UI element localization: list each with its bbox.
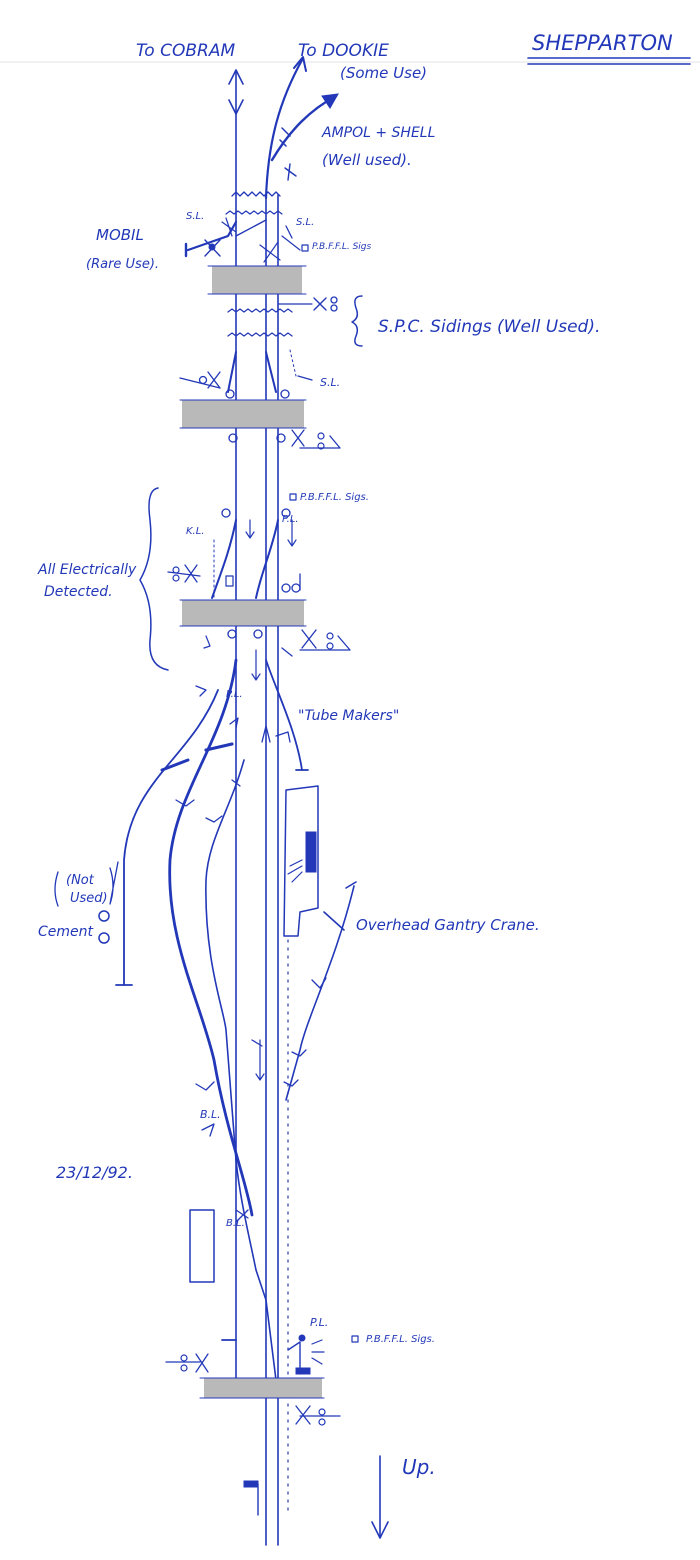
up-label: Up.: [402, 1455, 436, 1479]
level-crossing-1: [212, 266, 302, 294]
pl-3-label: P.L.: [310, 1316, 328, 1329]
signal-box-1: [301, 244, 309, 252]
overhead-gantry-crane: [283, 881, 357, 1516]
pbffl-sigs-3-label: P.B.F.F.L. Sigs.: [366, 1334, 435, 1345]
sl-right-label: S.L.: [296, 217, 314, 228]
cement-silo-2: [98, 932, 110, 944]
all-electrically-label: All Electrically: [37, 562, 137, 578]
not-used-brackets: [54, 861, 119, 907]
kl-label: K.L.: [186, 526, 205, 537]
station-title: SHEPPARTON: [532, 31, 673, 55]
spc-brace: [351, 295, 363, 347]
dookie-branch-line: [264, 56, 307, 200]
lower-yard-markers: [195, 1039, 265, 1223]
detected-label: Detected.: [44, 584, 113, 600]
mobil-label: MOBIL: [96, 226, 144, 244]
tube-makers-label: "Tube Makers": [298, 708, 399, 724]
cobram-direction-arrow: [228, 69, 244, 196]
level-crossing-4: [204, 1378, 322, 1398]
mobil-siding: [184, 217, 238, 258]
bridge-zigzag-3: [227, 332, 293, 337]
overhead-gantry-label: Overhead Gantry Crane.: [356, 916, 540, 934]
yard-siding-outer: [115, 685, 219, 986]
level-crossing-3: [182, 600, 304, 626]
tube-makers-siding: [251, 649, 309, 771]
signal-box-2: [289, 493, 297, 501]
bl-1-label: B.L.: [200, 1108, 221, 1121]
ampol-shell-label: AMPOL + SHELL: [321, 125, 435, 141]
crossover-sl-mid: [179, 349, 313, 399]
sl-3-label: S.L.: [320, 376, 340, 389]
end-signal: [243, 1480, 259, 1516]
crossing-3-signals: [203, 629, 351, 657]
goods-shed: [283, 785, 319, 937]
bl-2-label: B.L.: [226, 1218, 245, 1229]
dookie-note: (Some Use): [340, 64, 427, 82]
up-direction-arrow: [371, 1455, 389, 1539]
cement-silo-1: [98, 910, 110, 922]
pl-1-label: P.L.: [282, 514, 299, 525]
not-used-label-2: Used): [70, 891, 108, 906]
pl-2-label: P.L.: [226, 689, 243, 700]
bridge-zigzag-mobil: [225, 210, 283, 215]
yard-loop-bold: [168, 658, 254, 1217]
bridge-zigzag-top: [231, 191, 281, 197]
pbffl-sigs-2-label: P.B.F.F.L. Sigs.: [300, 492, 369, 503]
crossing-4-signals: [165, 1353, 341, 1426]
ampol-shell-note: (Well used).: [322, 151, 412, 169]
cement-label: Cement: [38, 924, 94, 940]
spc-points-indicator: [277, 296, 338, 312]
bridge-zigzag-2: [227, 308, 293, 313]
ampol-shell-siding: [270, 93, 339, 181]
level-crossing-2: [182, 400, 304, 428]
electrically-detected-brace: [139, 487, 169, 671]
spc-sidings-label: S.P.C. Sidings (Well Used).: [378, 317, 600, 337]
crossover-sl-top: [235, 219, 301, 263]
lower-building: [189, 1209, 215, 1283]
yard-loop-inner: [175, 717, 277, 1381]
crossing-2-signals: [228, 429, 341, 450]
signal-box-3: [351, 1335, 359, 1343]
mobil-note: (Rare Use).: [86, 257, 159, 272]
pbffl-sigs-1-label: P.B.F.F.L. Sigs: [312, 242, 372, 252]
sl-left-label: S.L.: [186, 211, 204, 222]
date-label: 23/12/92.: [56, 1163, 133, 1182]
to-dookie-label: To DOOKIE: [298, 41, 389, 61]
crossover-electrical: [167, 508, 301, 601]
to-cobram-label: To COBRAM: [136, 41, 235, 61]
lower-pl-signal: [287, 1334, 325, 1375]
not-used-label: (Not: [66, 873, 95, 888]
